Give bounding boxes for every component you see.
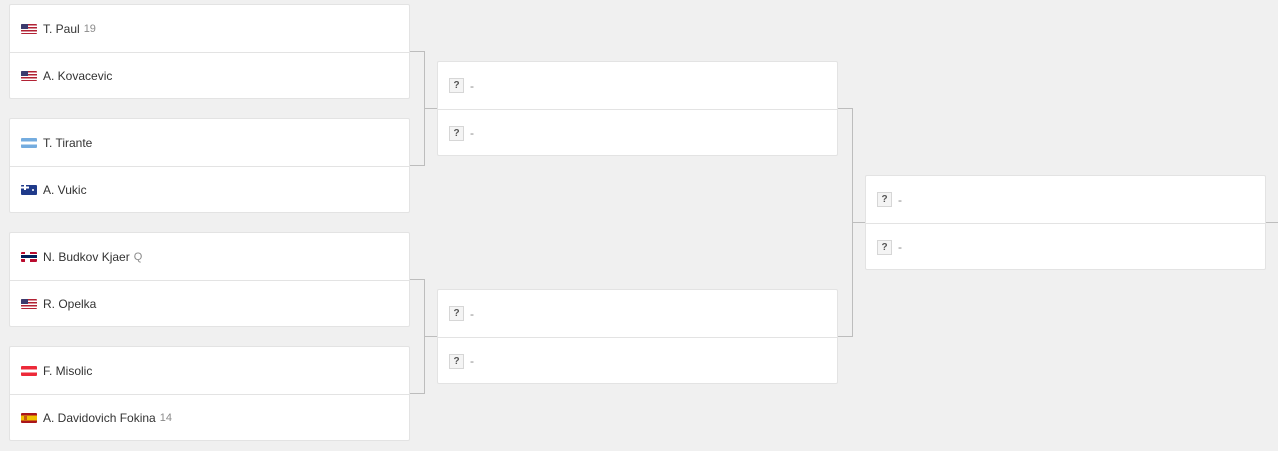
bracket-connector [1266,222,1278,223]
bracket-connector [838,336,852,337]
tbd-row[interactable]: ? - [438,337,837,384]
unknown-player-icon: ? [449,125,464,141]
match-r1-2[interactable]: T. Tirante A. Vukic [9,118,410,213]
player-seed: 19 [83,22,96,35]
tbd-dash: - [898,240,902,254]
player-row[interactable]: F. Misolic [10,347,409,394]
norway-flag-icon [21,251,37,262]
bracket-connector [410,279,424,280]
player-row[interactable]: N. Budkov Kjaer Q [10,233,409,280]
unknown-player-icon: ? [877,239,892,255]
usa-flag-icon [21,299,37,309]
unknown-player-icon: ? [449,306,464,321]
bracket-connector [424,336,437,337]
argentina-flag-icon [21,137,37,148]
player-seed: 14 [159,412,172,424]
usa-flag-icon [21,71,37,81]
tbd-row[interactable]: ? - [438,109,837,156]
player-name: A. Kovacevic [43,69,113,83]
unknown-player-icon: ? [449,78,464,93]
tbd-dash: - [470,78,474,93]
tbd-row[interactable]: ? - [866,223,1265,270]
match-r1-3[interactable]: N. Budkov Kjaer Q R. Opelka [9,232,410,327]
player-name: R. Opelka [43,297,97,311]
player-name: T. Tirante [43,135,93,150]
tbd-row[interactable]: ? - [438,290,837,337]
australia-flag-icon [21,185,37,195]
player-row[interactable]: A. Kovacevic [10,52,409,99]
player-name: F. Misolic [43,363,93,378]
tbd-dash: - [470,306,474,321]
player-row[interactable]: T. Paul 19 [10,5,409,52]
match-r1-4[interactable]: F. Misolic A. Davidovich Fokina 14 [9,346,410,441]
usa-flag-icon [21,23,37,34]
match-r3-1[interactable]: ? - ? - [865,175,1266,270]
player-seed: Q [133,250,143,263]
tbd-dash: - [470,126,474,140]
bracket-connector [424,108,437,109]
player-row[interactable]: T. Tirante [10,119,409,166]
unknown-player-icon: ? [877,192,892,207]
bracket-connector [410,393,424,394]
bracket-connector [852,222,865,223]
player-row[interactable]: R. Opelka [10,280,409,327]
tbd-row[interactable]: ? - [438,62,837,109]
player-row[interactable]: A. Vukic [10,166,409,213]
austria-flag-icon [21,365,37,376]
tbd-dash: - [898,192,902,207]
tbd-dash: - [470,354,474,368]
unknown-player-icon: ? [449,353,464,369]
match-r2-2[interactable]: ? - ? - [437,289,838,384]
bracket-connector [410,165,424,166]
player-name: T. Paul [43,21,80,36]
spain-flag-icon [21,413,37,423]
player-name: A. Vukic [43,183,87,197]
bracket-connector [410,51,424,52]
match-r1-1[interactable]: T. Paul 19 A. Kovacevic [9,4,410,99]
bracket-connector [838,108,852,109]
tbd-row[interactable]: ? - [866,176,1265,223]
player-name: N. Budkov Kjaer [43,249,130,264]
player-name: A. Davidovich Fokina [43,411,156,425]
match-r2-1[interactable]: ? - ? - [437,61,838,156]
player-row[interactable]: A. Davidovich Fokina 14 [10,394,409,441]
